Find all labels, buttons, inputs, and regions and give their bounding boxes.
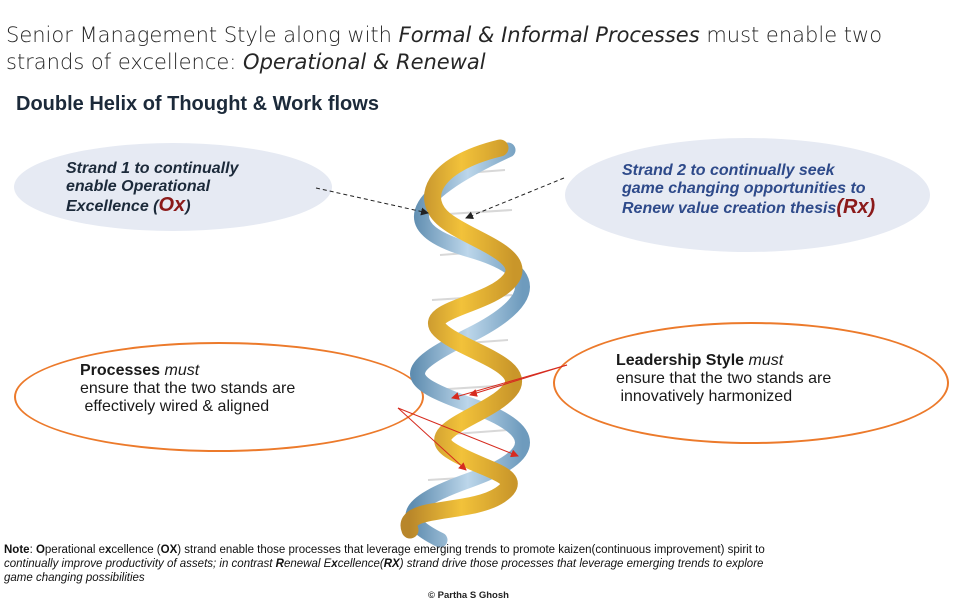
processes-arrows	[397, 407, 519, 471]
note-ib-rx: RX	[383, 558, 400, 570]
note-i1: continually improve productivity of asse…	[4, 558, 276, 570]
note-seg3: x	[105, 544, 112, 556]
strand1-code: Ox	[158, 194, 186, 216]
processes-line1: Processes must	[80, 362, 295, 380]
strand2-code: (Rx)	[836, 196, 876, 218]
note-line1: Note: Operational excellence (OX) strand…	[4, 543, 950, 557]
note-seg6: ) strand enable those processes that lev…	[177, 544, 765, 556]
title-part4: Operational & Renewal	[243, 50, 486, 74]
leadership-arrows	[451, 364, 568, 400]
processes-line2: ensure that the two stands are	[80, 380, 296, 397]
leadership-line2: ensure that the two stands are	[616, 370, 832, 387]
note-line3: game changing possibilities	[4, 571, 950, 585]
note-seg5: OX	[160, 544, 178, 556]
note-seg1: O	[35, 544, 45, 556]
title-part3: must enable two strands of excellence:	[6, 23, 883, 74]
note-seg4: cellence (	[111, 544, 161, 556]
leadership-line1: Leadership Style must	[616, 352, 831, 370]
note-colon: :	[29, 544, 36, 556]
footnote: Note: Operational excellence (OX) strand…	[4, 543, 950, 585]
strand2-text: Strand 2 to continually seek game changi…	[622, 162, 875, 218]
strand1-line3-text: Excellence (	[66, 198, 159, 215]
strand1-close: )	[185, 198, 191, 215]
note-seg2: perational e	[44, 544, 106, 556]
title-part2: Formal & Informal Processes	[398, 23, 700, 47]
note-i5: game changing possibilities	[4, 572, 145, 584]
strand2-line3: Renew value creation thesis(Rx)	[622, 196, 876, 218]
note-i2: enewal E	[283, 558, 332, 570]
leadership-line3: innovatively harmonized	[616, 388, 793, 405]
note-i4: ) strand drive those processes that leve…	[399, 558, 764, 570]
processes-line3: effectively wired & aligned	[80, 398, 270, 415]
strand2-line2: game changing opportunities to	[622, 180, 866, 197]
note-label: Note	[4, 544, 30, 556]
processes-ellipse	[14, 342, 424, 452]
strand1-text: Strand 1 to continually enable Operation…	[66, 160, 238, 216]
note-line2: continually improve productivity of asse…	[4, 557, 950, 571]
strand1-pointer-arrow	[315, 187, 429, 216]
page-title: Senior Management Style along with Forma…	[6, 22, 946, 76]
strand2-ellipse	[565, 138, 930, 252]
leadership-italic: must	[744, 352, 784, 369]
strand1-line2: enable Operational	[66, 178, 211, 195]
note-ib-x: x	[331, 558, 338, 570]
strand2-line1: Strand 2 to continually seek	[622, 162, 835, 179]
leadership-text: Leadership Style must ensure that the tw…	[616, 352, 831, 406]
leadership-bold: Leadership Style	[616, 352, 745, 369]
processes-text: Processes must ensure that the two stand…	[80, 362, 295, 416]
note-ib-r: R	[275, 558, 284, 570]
helix-strand-gold	[400, 139, 523, 539]
title-part1: Senior Management Style along with	[6, 23, 399, 47]
strand1-line3: Excellence (Ox)	[66, 194, 238, 216]
strand1-line1: Strand 1 to continually	[66, 160, 239, 177]
strand2-line3-text: Renew value creation thesis	[622, 200, 837, 217]
helix-strand-blue	[405, 142, 530, 548]
note-i3: cellence(	[337, 558, 384, 570]
processes-bold: Processes	[80, 362, 161, 379]
copyright: © Partha S Ghosh	[428, 590, 509, 601]
strand1-ellipse	[14, 143, 332, 231]
diagram-subtitle: Double Helix of Thought & Work flows	[16, 93, 379, 115]
strand2-pointer-arrow	[465, 177, 565, 220]
processes-italic: must	[160, 362, 200, 379]
leadership-ellipse	[553, 322, 949, 444]
